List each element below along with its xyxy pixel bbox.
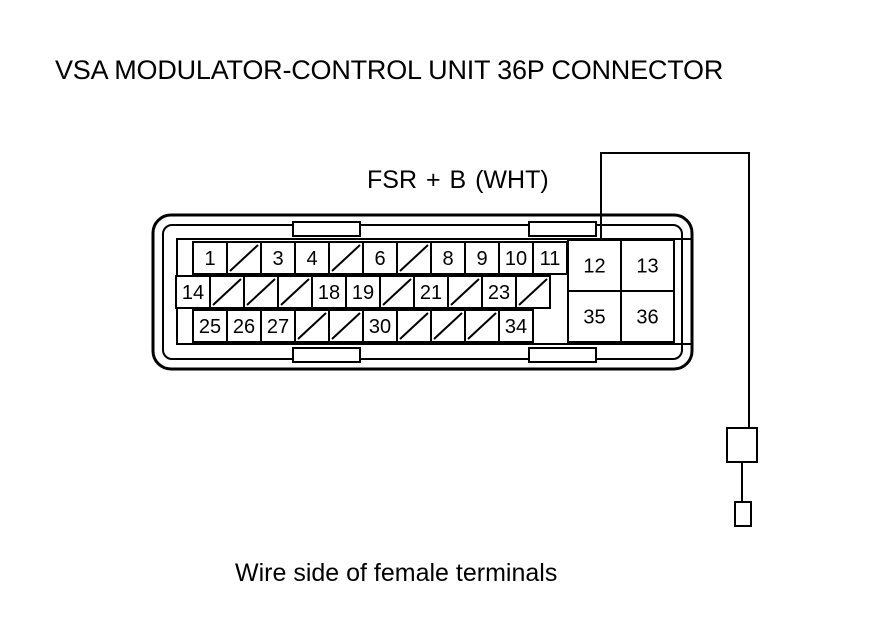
top-lock-tab-left bbox=[292, 221, 361, 237]
bottom-lock-tab-left bbox=[292, 347, 361, 363]
probe-wire bbox=[600, 152, 750, 428]
right-block-cell bbox=[567, 290, 622, 343]
probe-tip bbox=[734, 501, 752, 527]
unused-terminal-slash bbox=[331, 312, 361, 340]
row3-cell bbox=[362, 309, 398, 343]
terminal-number: 13 bbox=[636, 256, 658, 278]
unused-terminal-slash bbox=[450, 278, 480, 306]
terminal-number: 9 bbox=[476, 248, 487, 270]
unused-terminal-slash bbox=[467, 312, 497, 340]
terminal-number: 4 bbox=[306, 248, 317, 270]
diagram-caption: Wire side of female terminals bbox=[235, 559, 558, 587]
unused-terminal-slash bbox=[331, 244, 361, 272]
row3-cell bbox=[498, 309, 534, 343]
terminal-number: 6 bbox=[374, 248, 385, 270]
unused-terminal-slash bbox=[518, 278, 548, 306]
wire-label: FSR + B (WHT) bbox=[367, 166, 549, 194]
terminal-number: 34 bbox=[505, 316, 527, 338]
row3-cell bbox=[260, 309, 296, 343]
terminal-number: 25 bbox=[199, 316, 221, 338]
top-lock-tab-right bbox=[528, 221, 597, 237]
row2-cell bbox=[311, 275, 347, 309]
right-block-cell bbox=[620, 239, 675, 292]
terminal-number: 30 bbox=[369, 316, 391, 338]
unused-terminal-slash bbox=[229, 244, 259, 272]
terminal-number: 3 bbox=[272, 248, 283, 270]
row3-cell bbox=[192, 309, 228, 343]
connector-housing-inner bbox=[162, 224, 683, 360]
unused-terminal-slash bbox=[382, 278, 412, 306]
terminal-number: 12 bbox=[583, 256, 605, 278]
terminal-number: 35 bbox=[583, 307, 605, 329]
probe-connector-body bbox=[726, 427, 758, 463]
row1-cell bbox=[464, 241, 500, 275]
terminal-number: 27 bbox=[267, 316, 289, 338]
unused-terminal-slash bbox=[399, 244, 429, 272]
terminal-number: 8 bbox=[442, 248, 453, 270]
unused-terminal-slash bbox=[246, 278, 276, 306]
terminal-number: 18 bbox=[318, 282, 340, 304]
terminal-number: 23 bbox=[488, 282, 510, 304]
terminal-number: 14 bbox=[182, 282, 204, 304]
bottom-lock-tab-right bbox=[528, 347, 597, 363]
terminal-number: 11 bbox=[540, 248, 561, 270]
row1-cell bbox=[294, 241, 330, 275]
row3-cell bbox=[226, 309, 262, 343]
terminal-number: 1 bbox=[204, 248, 215, 270]
row2-cell bbox=[413, 275, 449, 309]
terminal-number: 10 bbox=[505, 248, 527, 270]
terminal-number: 21 bbox=[420, 282, 442, 304]
terminal-number: 26 bbox=[233, 316, 255, 338]
unused-terminal-slash bbox=[297, 312, 327, 340]
diagram-title: VSA MODULATOR-CONTROL UNIT 36P CONNECTOR bbox=[55, 55, 724, 85]
unused-terminal-slash bbox=[280, 278, 310, 306]
terminal-number: 19 bbox=[352, 282, 374, 304]
right-block-cell bbox=[620, 290, 675, 343]
right-block-cell bbox=[567, 239, 622, 292]
unused-terminal-slash bbox=[399, 312, 429, 340]
terminal-number: 36 bbox=[636, 307, 658, 329]
unused-terminal-slash bbox=[212, 278, 242, 306]
unused-terminal-slash bbox=[433, 312, 463, 340]
